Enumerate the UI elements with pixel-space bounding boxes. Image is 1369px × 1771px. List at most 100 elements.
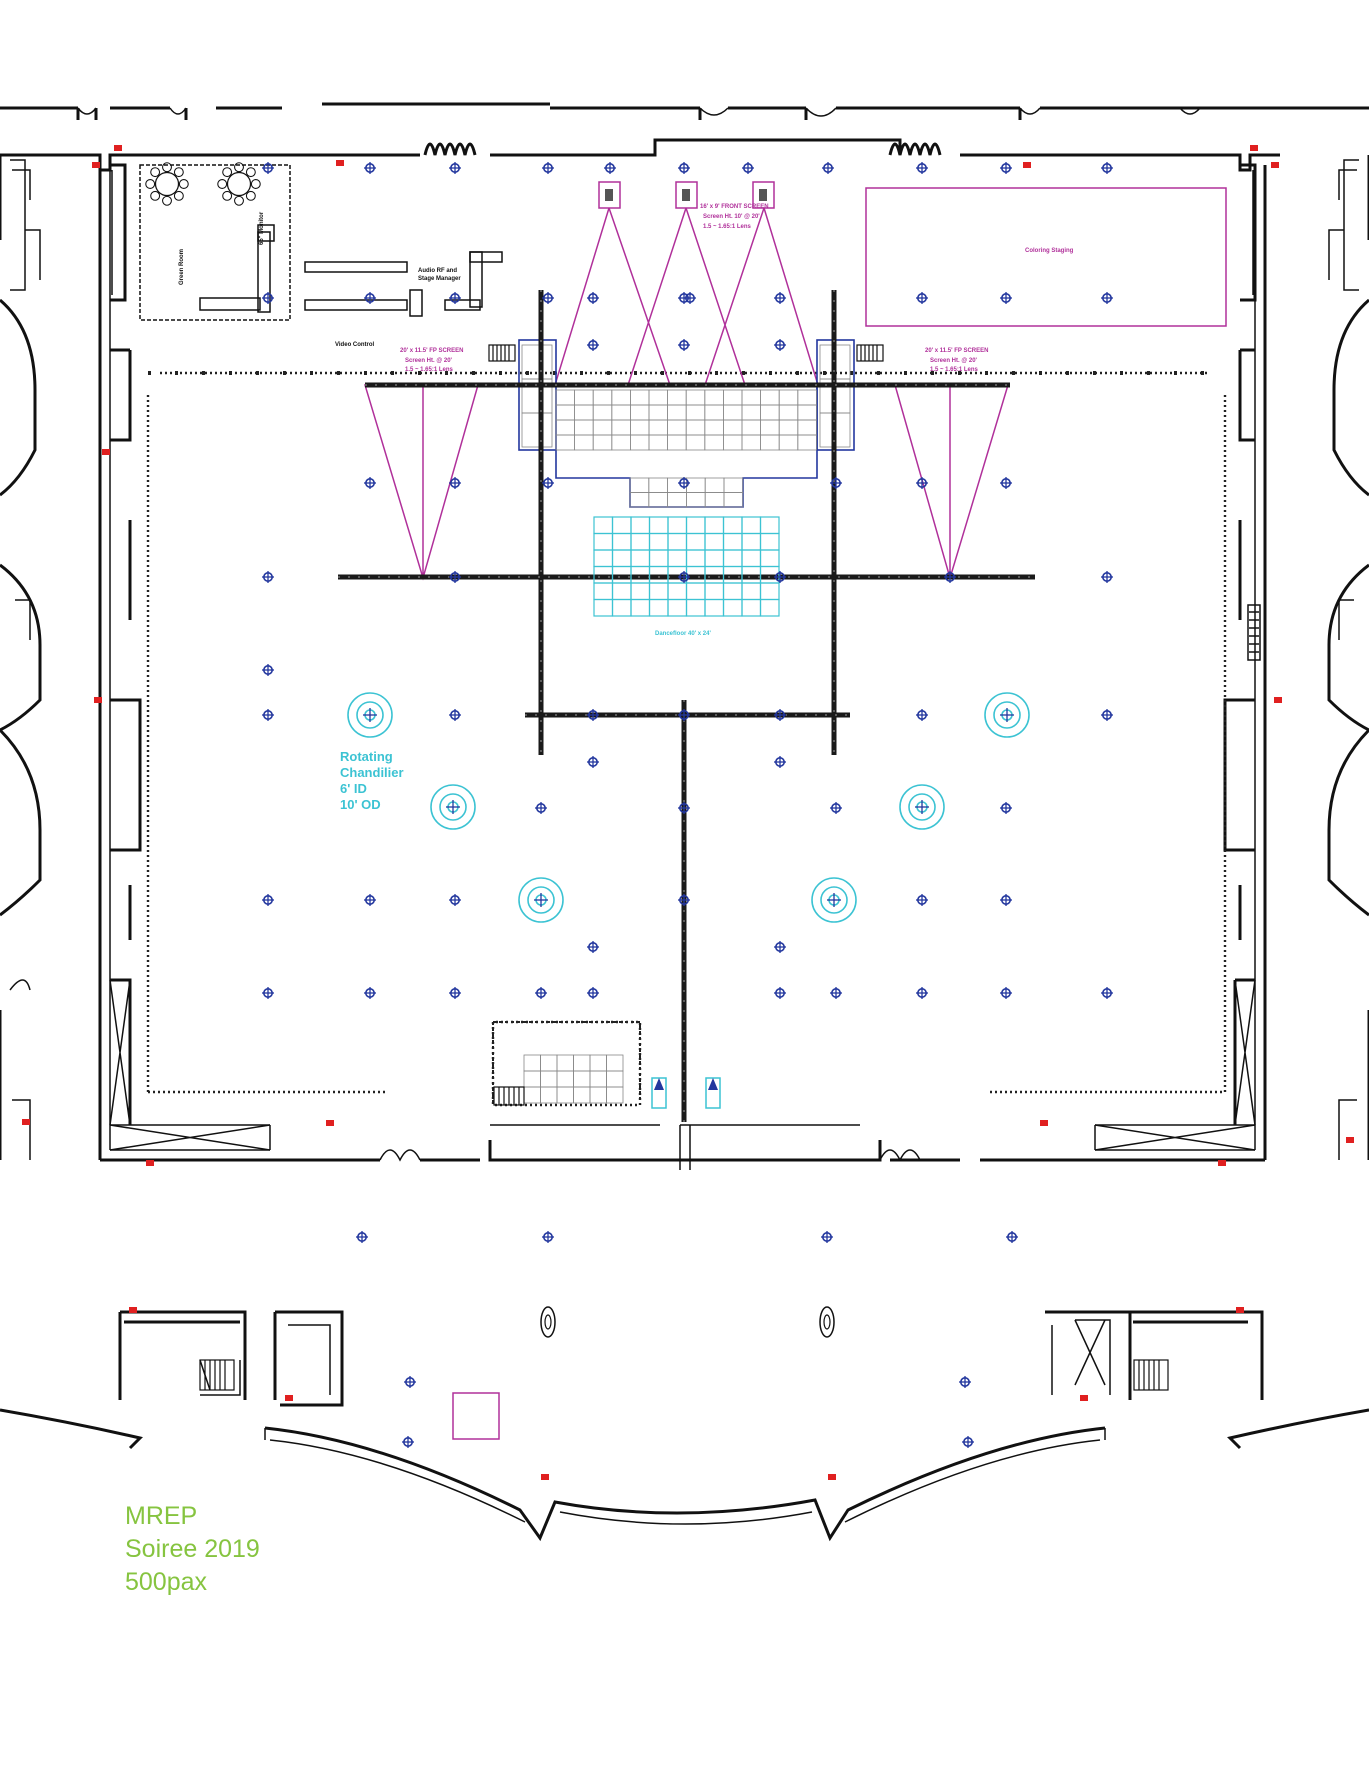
ceiling-fixture-icon [542,1231,554,1243]
ceiling-fixture-icon [1006,1231,1018,1243]
ceiling-fixture-icon [449,571,461,583]
exit-marker-icon [541,1474,549,1480]
stage-deck-panel [741,419,762,436]
pipe-and-drape-perimeter [146,371,1227,1107]
ceiling-fixture-icon [364,477,376,489]
ceiling-fixture-icon [1000,802,1012,814]
speaker-icon [651,1077,721,1109]
right-screen-label-3: 1.5 ~ 1.65:1 Lens [930,367,979,373]
dancefloor-panel [630,598,651,617]
dancefloor-panel [667,598,688,617]
ceiling-fixture-icon [404,1376,416,1388]
top-exterior-wall [0,102,1369,120]
dancefloor-panel [630,532,651,551]
ceiling-fixture-icon [1101,709,1113,721]
chandelier-note-1: Rotating [340,749,393,764]
dancefloor-panel [593,598,614,617]
ceiling-fixture-icon [944,571,956,583]
ceiling-fixture-icon [742,162,754,174]
riser-panel [606,1086,624,1104]
riser-panel [523,1054,541,1072]
chandelier-note-2: Chandilier [340,765,404,780]
exit-marker-icon [1023,162,1031,168]
dancefloor-panel [741,582,762,601]
ceiling-fixture-icon [262,162,274,174]
stage-deck-panel [797,389,817,406]
exit-marker-icon [92,162,100,168]
ceiling-fixtures [262,162,1113,1448]
dancefloor: Dancefloor 40' x 24' [593,516,780,637]
left-screen-label-2: Screen Ht. @ 20' [405,358,453,364]
riser-panel [589,1054,607,1072]
stage-deck-panel [667,434,687,451]
exit-marker-icon [22,1119,30,1125]
exit-marker-icon [1236,1307,1244,1313]
center-screen-label-3: 1.5 ~ 1.65:1 Lens [703,224,752,230]
chandeliers: Rotating Chandilier 6' ID 10' OD [340,692,1030,923]
ceiling-fixture-icon [1000,292,1012,304]
left-facade [0,155,142,1160]
dancefloor-panel [611,598,632,617]
ceiling-fixture-icon [535,802,547,814]
coloring-staging-label: Coloring Staging [1025,248,1074,254]
ceiling-fixture-icon [916,894,928,906]
ceiling-fixture-icon [542,162,554,174]
dancefloor-panel [741,598,762,617]
dancefloor-panel [648,549,669,568]
stage-deck-panel [648,389,669,406]
ceiling-fixture-icon [1101,571,1113,583]
video-control-label: Video Control [335,342,375,348]
ballroom-outer-wall [0,138,1280,1170]
ceiling-fixture-icon [542,292,554,304]
stage-deck-panel [667,492,687,508]
chandelier-icon [984,692,1030,738]
stage-deck-panel [685,419,706,436]
dancefloor-panel [648,532,669,551]
coloring-staging-area: Coloring Staging [865,187,1227,327]
ceiling-fixture-icon [678,477,690,489]
plan-title: MREP [125,1502,198,1530]
exit-marker-icon [114,145,122,151]
ceiling-fixture-icon [604,162,616,174]
exit-marker-icon [285,1395,293,1401]
left-screen-label-3: 1.5 ~ 1.65:1 Lens [405,367,454,373]
chandelier-icon [430,784,476,830]
exit-marker-icon [102,449,110,455]
dancefloor-panel [722,516,743,535]
dancefloor-panel [685,516,706,535]
riser-panel [556,1086,574,1104]
stage-deck-panel [611,404,631,421]
stage-deck-panel [629,492,650,508]
monitor-label: 65" Monitor [259,211,265,245]
dancefloor-panel [630,549,651,568]
riser-panel [589,1070,607,1088]
stage-deck-panel [592,389,613,406]
ceiling-fixture-icon [916,162,928,174]
riser-panel [540,1054,558,1072]
ceiling-fixture-icon [364,162,376,174]
stage-deck-panel [685,404,706,421]
stage-deck-panel [723,419,743,436]
ceiling-fixture-icon [587,941,599,953]
ceiling-fixture-icon [262,571,274,583]
stage-manager-label: Stage Manager [418,276,461,282]
ceiling-fixture-icon [449,709,461,721]
ceiling-fixture-icon [402,1436,414,1448]
stage-deck-panel [648,434,669,451]
ceiling-fixture-icon [774,987,786,999]
dancefloor-panel [722,598,743,617]
chandelier-icon [811,877,857,923]
exit-marker-icon [1040,1120,1048,1126]
stage-deck-panel [667,389,687,406]
stage-deck-panel [760,434,780,451]
stage-deck-panel [741,404,762,421]
av-control-area: Audio RF and Stage Manager Video Control [304,251,503,348]
dancefloor-panel [704,516,725,535]
stage-deck-panel [704,434,724,451]
ceiling-fixture-icon [356,1231,368,1243]
stage-deck-panel [685,389,706,406]
riser-panel [523,1070,541,1088]
dancefloor-panel [611,582,632,601]
dancefloor-panel [722,582,743,601]
